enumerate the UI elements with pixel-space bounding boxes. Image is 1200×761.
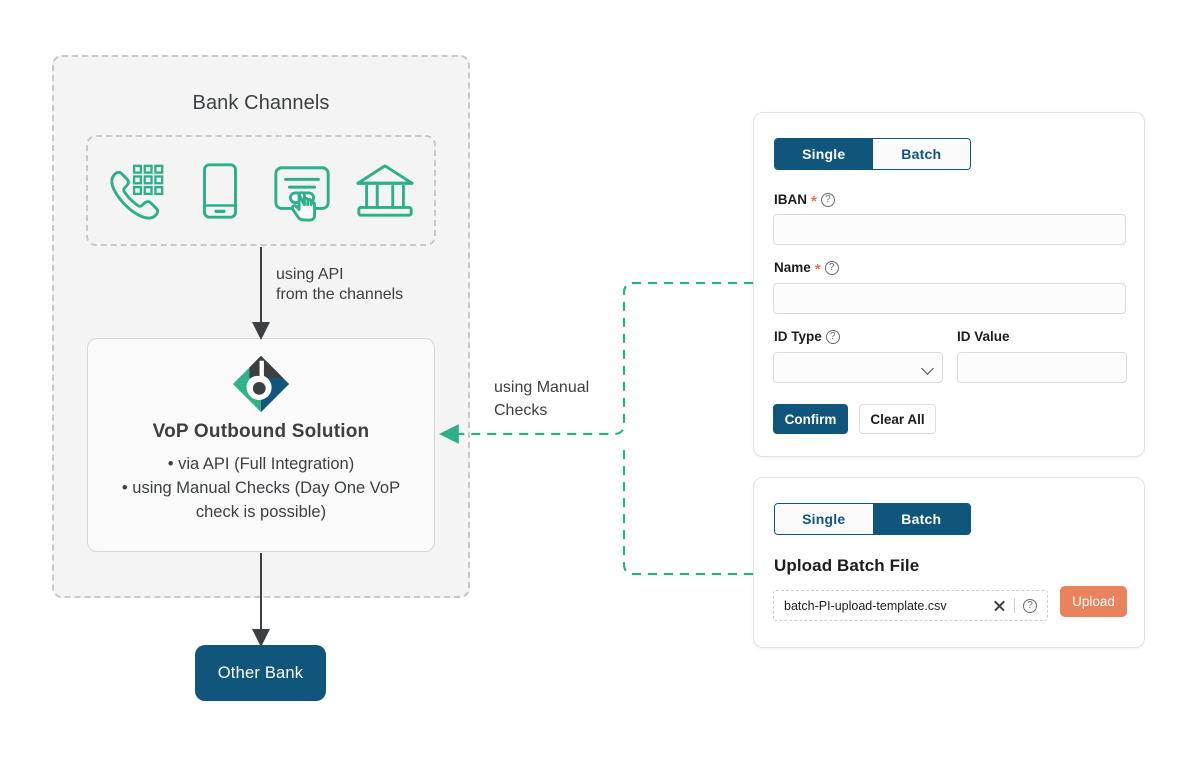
name-help-icon[interactable]: ? — [824, 260, 839, 275]
file-drop-zone[interactable]: batch-PI-upload-template.csv ? — [773, 590, 1048, 621]
single-panel-tab-group[interactable]: Single Batch — [774, 138, 971, 170]
upload-button[interactable]: Upload — [1060, 586, 1127, 617]
other-bank-node: Other Bank — [195, 645, 326, 701]
batch-upload-panel: Single Batch Upload Batch File batch-PI-… — [753, 477, 1145, 648]
connector-batch-panel-to-vop — [622, 445, 753, 576]
vop-title: VoP Outbound Solution — [152, 421, 370, 442]
upload-help-icon[interactable]: ? — [1023, 598, 1037, 613]
id-type-label: ID Type ? — [774, 329, 840, 344]
phone-keypad-icon — [110, 164, 164, 220]
tab-single[interactable]: Single — [775, 139, 873, 169]
name-label: Name * ? — [774, 260, 839, 278]
online-banking-click-icon — [274, 165, 330, 222]
name-input[interactable] — [773, 283, 1126, 314]
id-type-label-text: ID Type — [774, 329, 822, 344]
id-value-label: ID Value — [957, 329, 1010, 344]
api-arrow-label: using API from the channels — [276, 266, 404, 303]
manual-checks-arrow-label: using Manual Checks — [494, 379, 590, 419]
vop-bullet-item: using Manual Checks (Day One VoP check i… — [101, 476, 421, 524]
chevron-down-icon — [921, 362, 934, 375]
bank-building-icon — [356, 163, 414, 217]
tab-single[interactable]: Single — [775, 504, 873, 534]
mobile-phone-icon — [202, 162, 237, 219]
iban-label-text: IBAN — [774, 192, 807, 207]
channel-icons-group — [86, 135, 436, 246]
upload-batch-file-heading: Upload Batch File — [774, 556, 920, 575]
iban-help-icon[interactable]: ? — [820, 192, 835, 207]
bank-channels-title: Bank Channels — [192, 92, 330, 114]
iban-input[interactable] — [773, 214, 1126, 245]
iban-label: IBAN * ? — [774, 192, 835, 210]
batch-panel-tab-group[interactable]: Single Batch — [774, 503, 971, 535]
single-check-panel: Single Batch IBAN * ? Name * ? ID Type ?… — [753, 112, 1145, 457]
vop-outbound-card: VoP Outbound Solution via API (Full Inte… — [87, 338, 435, 552]
divider — [1014, 598, 1015, 613]
id-value-label-text: ID Value — [957, 329, 1010, 344]
tab-batch[interactable]: Batch — [872, 504, 970, 534]
id-type-select[interactable] — [773, 352, 943, 383]
tab-batch[interactable]: Batch — [872, 139, 970, 169]
id-type-help-icon[interactable]: ? — [825, 329, 840, 344]
vop-brand-logo — [230, 353, 292, 415]
id-value-input[interactable] — [957, 352, 1127, 383]
name-required-mark: * — [814, 261, 821, 278]
vop-bullet-list: via API (Full Integration) using Manual … — [101, 452, 421, 524]
vop-bullet-item: via API (Full Integration) — [101, 452, 421, 476]
close-icon[interactable] — [993, 599, 1006, 612]
uploaded-file-name: batch-PI-upload-template.csv — [784, 598, 947, 613]
iban-required-mark: * — [811, 193, 817, 210]
confirm-button[interactable]: Confirm — [773, 404, 848, 434]
clear-all-button[interactable]: Clear All — [859, 404, 936, 434]
name-label-text: Name — [774, 260, 811, 275]
